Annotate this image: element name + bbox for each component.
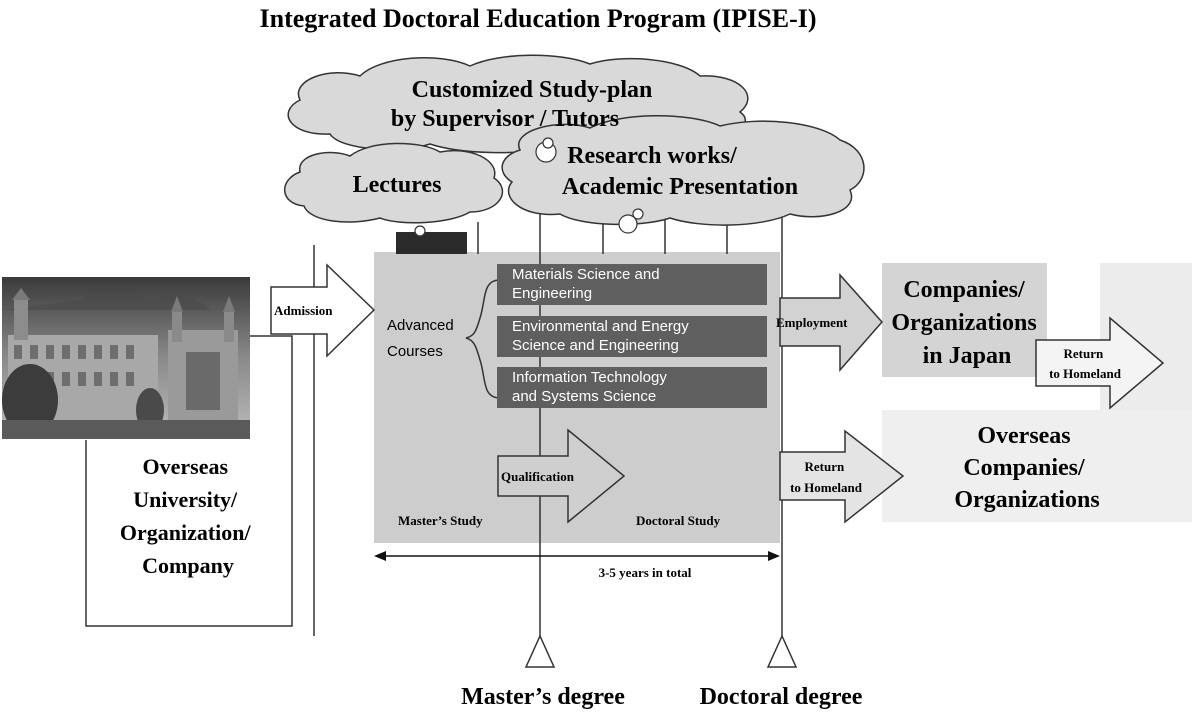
japan-line3: in Japan	[923, 343, 1012, 369]
admission-label: Admission	[274, 303, 333, 318]
duration-arrow	[374, 551, 780, 561]
course-it-line1: Information Technology	[512, 369, 667, 386]
svg-text:Return to Homeland: Return to Homeland	[1049, 346, 1122, 381]
qualification-label: Qualification	[501, 469, 575, 484]
svg-text:Return to Homeland: Return to Homeland	[790, 459, 863, 495]
return-homeland-line2: to Homeland	[790, 480, 863, 495]
japan-line2: Organizations	[891, 310, 1036, 336]
overseas-companies-box	[882, 410, 1192, 522]
origin-line1: Overseas	[142, 454, 228, 479]
masters-study-label: Master’s Study	[398, 513, 483, 528]
course-it-line2: and Systems Science	[512, 388, 656, 405]
cloud-research-line2: Academic Presentation	[562, 174, 798, 200]
admission-arrow	[270, 263, 376, 358]
cloud-study-plan-line2: by Supervisor / Tutors	[391, 106, 619, 132]
return-homeland-arrow	[779, 429, 905, 524]
japan-line1: Companies/	[903, 277, 1025, 303]
lecture-block	[396, 232, 467, 254]
overseas-line3: Organizations	[954, 487, 1099, 513]
qualification-arrow	[497, 428, 626, 524]
advanced-courses-line2: Courses	[387, 343, 443, 360]
doctoral-study-label: Doctoral Study	[636, 513, 721, 528]
return-homeland-2-line1: Return	[1064, 346, 1104, 361]
course-box-environment	[497, 316, 767, 357]
course-box-materials	[497, 264, 767, 305]
course-materials-line1: Materials Science and	[512, 266, 660, 283]
employment-arrow	[779, 273, 884, 372]
doctoral-degree-marker	[766, 634, 798, 668]
origin-frame	[85, 335, 293, 627]
svg-text:Overseas University/ O: Overseas University/ Organization/ Compa…	[120, 454, 256, 578]
course-environment-line2: Science and Engineering	[512, 337, 679, 354]
cloud-study-plan-line1: Customized Study-plan	[412, 77, 653, 103]
svg-text:Research works/ Academic P: Research works/ Academic Presentation	[562, 143, 798, 200]
masters-degree-marker	[524, 634, 556, 668]
cloud-lectures	[283, 142, 504, 224]
cloud-research-line1: Research works/	[567, 143, 737, 169]
japan-companies-box	[882, 263, 1047, 377]
thought-bubbles	[414, 137, 644, 237]
origin-line4: Company	[142, 553, 234, 578]
cloud-research	[501, 115, 865, 226]
return-homeland-2-line2: to Homeland	[1049, 366, 1122, 381]
diagram-title: Integrated Doctoral Education Program (I…	[259, 4, 816, 33]
origin-line2: University/	[133, 487, 238, 512]
university-photo	[2, 277, 250, 439]
svg-text:Companies/ Organizations: Companies/ Organizations in Japan	[891, 277, 1042, 369]
masters-degree-label: Master’s degree	[461, 684, 625, 710]
course-environment-line1: Environmental and Energy	[512, 318, 689, 335]
courses-brace	[465, 279, 501, 399]
course-materials-line2: Engineering	[512, 285, 592, 302]
return-homeland-arrow-2	[1035, 316, 1165, 410]
employment-label: Employment	[776, 315, 848, 330]
svg-text:Advanced Courses: Advanced Courses	[387, 317, 458, 360]
svg-text:Customized Study-plan by: Customized Study-plan by Supervisor / Tu…	[391, 77, 659, 132]
doctoral-degree-label: Doctoral degree	[700, 684, 863, 710]
svg-text:Overseas Companies/ Or: Overseas Companies/ Organizations	[954, 423, 1099, 513]
course-list	[497, 264, 767, 408]
return-homeland-line1: Return	[805, 459, 845, 474]
overseas-line2: Companies/	[963, 455, 1085, 481]
duration-label: 3-5 years in total	[599, 565, 692, 580]
origin-line3: Organization/	[120, 520, 252, 545]
overseas-line1: Overseas	[977, 423, 1070, 449]
cloud-lectures-label: Lectures	[353, 172, 442, 198]
svg-text:Materials Science and Engi: Materials Science and Engineering Enviro…	[512, 266, 693, 405]
advanced-courses-line1: Advanced	[387, 317, 454, 334]
course-box-it	[497, 367, 767, 408]
